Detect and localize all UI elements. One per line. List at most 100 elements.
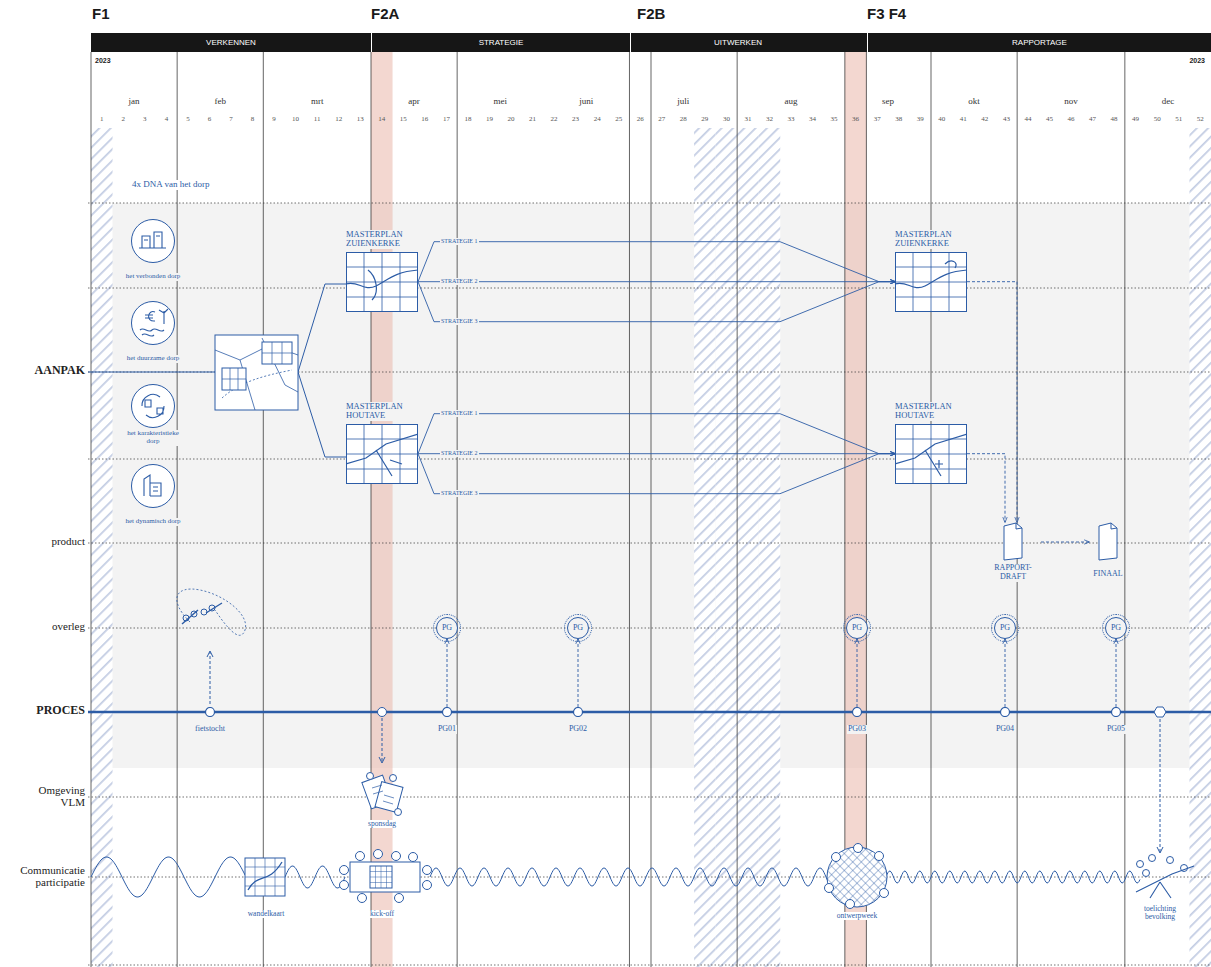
week-number: 39 bbox=[917, 116, 924, 124]
public-explanation-part bbox=[1136, 866, 1194, 898]
week-number: 33 bbox=[788, 116, 795, 124]
meeting-circle-text: PG bbox=[1000, 624, 1010, 632]
design-week-globe-part bbox=[846, 900, 855, 909]
document-icon bbox=[985, 522, 1041, 562]
kickoff-table-part bbox=[423, 866, 432, 875]
kickoff-table-part bbox=[340, 866, 349, 875]
milestone-ring bbox=[443, 708, 452, 717]
strategy-arrow bbox=[418, 453, 895, 454]
week-number: 18 bbox=[464, 116, 471, 124]
cyclist-route-part bbox=[210, 652, 211, 704]
masterplan-map: MASTERPLAN HOUTAVE bbox=[346, 402, 418, 484]
flow-arrow bbox=[1041, 542, 1089, 543]
kickoff-table-part bbox=[350, 862, 420, 892]
kickoff-marker-part bbox=[378, 708, 387, 717]
meeting-circle: PG bbox=[567, 617, 589, 639]
phase-code: F1 bbox=[92, 6, 110, 23]
week-number: 22 bbox=[551, 116, 558, 124]
document-sheet bbox=[1004, 523, 1022, 560]
kickoff-marker bbox=[378, 708, 387, 764]
report-document-text: RAPPORT-DRAFT bbox=[985, 564, 1041, 582]
timeline-grid-part bbox=[759, 128, 781, 967]
week-number: 46 bbox=[1068, 116, 1075, 124]
kickoff-table-part bbox=[356, 852, 365, 861]
public-explanation-part bbox=[1149, 855, 1156, 862]
phase-band-text: RAPPORTAGE bbox=[868, 33, 1211, 52]
week-number: 4 bbox=[165, 116, 169, 124]
timeline-grid-part bbox=[651, 52, 652, 967]
strategy-arrow bbox=[418, 414, 895, 454]
plan-frame bbox=[347, 252, 418, 311]
week-number: 28 bbox=[680, 116, 687, 124]
phase-band: UITWERKEN bbox=[630, 33, 845, 52]
public-explanation bbox=[1136, 855, 1194, 899]
row-label: product bbox=[51, 535, 85, 547]
process-milestone-text: fietstocht bbox=[194, 725, 226, 734]
phase-code: F2B bbox=[637, 6, 665, 23]
week-number: 23 bbox=[572, 116, 579, 124]
week-number: 41 bbox=[960, 116, 967, 124]
design-week-globe-part bbox=[880, 889, 889, 898]
theme-circle-text: het dynamisch dorp bbox=[124, 518, 181, 526]
timeline-grid-part bbox=[886, 871, 1140, 883]
masterplan-map: MASTERPLAN ZUIENKERKE bbox=[346, 230, 418, 312]
week-number: 35 bbox=[831, 116, 838, 124]
week-number: 20 bbox=[508, 116, 515, 124]
meeting-circle: PG bbox=[436, 617, 458, 639]
week-number: 29 bbox=[701, 116, 708, 124]
flow-arrow bbox=[578, 639, 579, 707]
week-number: 49 bbox=[1132, 116, 1139, 124]
week-number: 52 bbox=[1197, 116, 1204, 124]
masterplan-map: MASTERPLAN HOUTAVE bbox=[895, 402, 967, 484]
week-number: 14 bbox=[378, 116, 385, 124]
meeting-circle-text: PG bbox=[573, 624, 583, 632]
village-map-part bbox=[262, 342, 292, 364]
kickoff-table bbox=[340, 850, 432, 903]
theme-glyph bbox=[139, 232, 166, 248]
year-label: 2023 bbox=[1189, 57, 1205, 65]
theme-circle-text: het karakteristieke dorp bbox=[122, 430, 184, 445]
timeline-grid-part bbox=[88, 628, 1211, 629]
theme-circle: het verbonden dorp bbox=[122, 218, 184, 282]
sponsdag-illustration bbox=[362, 773, 403, 816]
phase-band-text: VERKENNEN bbox=[91, 33, 371, 52]
meeting-circle: PG bbox=[994, 617, 1016, 639]
row-label: PROCES bbox=[36, 704, 85, 717]
process-milestone: PG03 bbox=[825, 707, 889, 735]
flow-arrow bbox=[1005, 639, 1006, 707]
design-week-globe-part bbox=[825, 884, 834, 893]
timeline-grid-part bbox=[91, 52, 92, 967]
month-label: sep bbox=[882, 97, 894, 107]
phase-band-text: UITWERKEN bbox=[631, 33, 845, 52]
timeline-grid-part bbox=[88, 459, 1211, 460]
theme-icon bbox=[122, 463, 184, 509]
strategy-label: STRATEGIE 2 bbox=[440, 450, 479, 457]
final-marker bbox=[1154, 707, 1166, 853]
week-number: 9 bbox=[272, 116, 276, 124]
process-milestone: PG01 bbox=[415, 707, 479, 735]
theme-glyph bbox=[142, 394, 164, 417]
event-label: kick-off bbox=[370, 910, 394, 918]
row-label: Communicatie participatie bbox=[13, 864, 85, 888]
village-map-part bbox=[215, 335, 298, 410]
plan-grid bbox=[895, 424, 967, 484]
village-map-part bbox=[262, 342, 292, 364]
timeline-grid-part bbox=[737, 128, 759, 967]
kickoff-table-part bbox=[370, 866, 392, 888]
strategy-label: STRATEGIE 3 bbox=[440, 490, 479, 497]
design-week-globe-part bbox=[854, 844, 863, 853]
walking-map-part bbox=[248, 862, 282, 890]
week-number: 12 bbox=[335, 116, 342, 124]
walking-map-part bbox=[245, 858, 285, 896]
milestone-dot bbox=[178, 707, 242, 717]
strategy-label: STRATEGIE 2 bbox=[440, 278, 479, 285]
week-number: 40 bbox=[938, 116, 945, 124]
timeline-grid-part bbox=[844, 52, 845, 967]
week-number: 27 bbox=[658, 116, 665, 124]
year-label: 2023 bbox=[95, 57, 111, 65]
cyclist-route-part bbox=[207, 651, 213, 657]
illustration bbox=[88, 284, 1194, 909]
masterplan-map-text: MASTERPLAN HOUTAVE bbox=[346, 402, 418, 421]
